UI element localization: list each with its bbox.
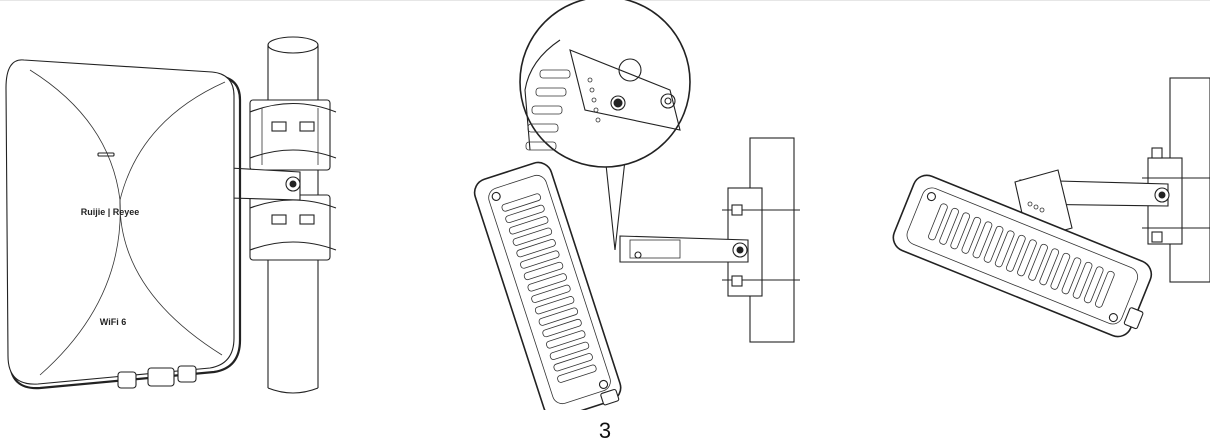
pole-clamp-lower [249,194,337,261]
page-number: 3 [598,418,612,443]
mounting-arm [229,167,301,201]
wifi6-badge: WiFi 6 [100,317,126,327]
access-point-tilted [473,161,622,410]
figure-ap-horizontal-tilt [880,0,1210,410]
access-point-horizontal [892,174,1153,338]
figure-ap-tilt-detail [470,0,810,410]
device-logo: Ruijie | Reyee [81,207,140,217]
tilt-arm [619,235,749,263]
pole-clamp-upper [249,99,337,171]
zoom-callout [519,0,691,251]
access-point-body: Ruijie | Reyee WiFi 6 [5,59,242,390]
figure-ap-front-mounted: Ruijie | Reyee WiFi 6 [0,0,360,410]
